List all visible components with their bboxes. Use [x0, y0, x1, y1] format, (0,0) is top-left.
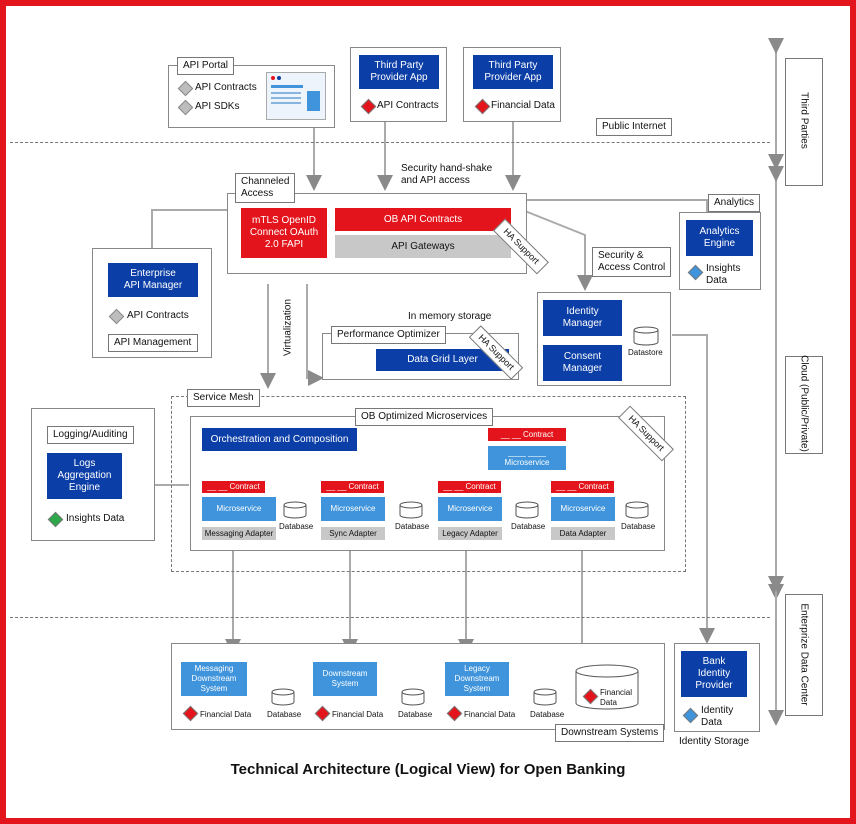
ds1-fin: Financial Data	[200, 710, 252, 719]
ds2-system: Downstream System	[313, 662, 377, 696]
ms4-contract: __ __ Contract	[551, 481, 614, 493]
ds1-db-label: Database	[267, 710, 302, 719]
financial-datastore-label: Financial Data	[600, 688, 633, 707]
database-icon	[533, 688, 557, 706]
identity-manager: Identity Manager	[543, 300, 622, 336]
ms2-db-label: Database	[395, 522, 430, 531]
perf-optimizer-label: Performance Optimizer	[331, 326, 446, 344]
top-microservice: ____ ____ Microservice	[488, 446, 566, 470]
api-portal-contracts: API Contracts	[195, 82, 257, 93]
divider-datacenter	[10, 617, 770, 618]
ds1-system: Messaging Downstream System	[181, 662, 247, 696]
ms3-microservice: Microservice	[438, 497, 502, 521]
diagram-title: Technical Architecture (Logical View) fo…	[230, 761, 626, 778]
ob-microservices-label: OB Optimized Microservices	[355, 408, 494, 426]
ms3-contract: __ __ Contract	[438, 481, 501, 493]
database-icon	[283, 501, 307, 519]
line-access-to-enterprise	[151, 209, 227, 248]
ms2-microservice: Microservice	[321, 497, 385, 521]
divider-internet	[10, 142, 770, 143]
enterprise-api-manager: Enterprise API Manager	[108, 263, 198, 297]
ms1-db-label: Database	[279, 522, 314, 531]
ms3-db-label: Database	[511, 522, 546, 531]
ms3-adapter: Legacy Adapter	[438, 527, 502, 540]
zone-enterprise-label: Enterprize Data Center	[798, 603, 810, 706]
api-portal-sdks: API SDKs	[195, 101, 240, 112]
mtls-block: mTLS OpenID Connect OAuth 2.0 FAPI	[241, 208, 327, 258]
downstream-label: Downstream Systems	[555, 724, 665, 742]
ms2-contract: __ __ Contract	[321, 481, 384, 493]
database-icon	[401, 688, 425, 706]
database-icon	[515, 501, 539, 519]
ds3-system: Legacy Downstream System	[445, 662, 509, 696]
zone-enterprise: Enterprize Data Center	[785, 594, 823, 716]
arrow-access-to-security	[514, 206, 593, 291]
ms1-adapter: Messaging Adapter	[202, 527, 276, 540]
database-icon	[625, 501, 649, 519]
channeled-access-label: Channeled Access	[235, 173, 296, 203]
consent-manager: Consent Manager	[543, 345, 622, 381]
bank-identity-data: Identity Data	[701, 705, 734, 728]
portal-screen-icon	[266, 72, 326, 120]
ds3-db-label: Database	[530, 710, 565, 719]
service-mesh-label: Service Mesh	[187, 389, 260, 407]
data-grid-layer: Data Grid Layer	[376, 349, 509, 371]
tpp2-app: Third Party Provider App	[473, 55, 553, 89]
arrow-virtualization-2	[306, 284, 324, 386]
virtualization-label: Virtualization	[282, 298, 294, 357]
ms2-adapter: Sync Adapter	[321, 527, 385, 540]
analytics-insights: Insights Data	[706, 263, 741, 286]
zone-third-parties-label: Third Parties	[798, 92, 810, 149]
logging-label: Logging/Auditing	[47, 426, 134, 444]
ms4-db-label: Database	[621, 522, 656, 531]
logging-insights: Insights Data	[66, 513, 125, 524]
zone-cloud: Cloud (Public/Private)	[785, 355, 823, 454]
ms1-microservice: Microservice	[202, 497, 276, 521]
bank-identity-provider: Bank Identity Provider	[681, 651, 747, 697]
tpp1-contracts: API Contracts	[377, 100, 439, 111]
zone-cloud-label: Cloud (Public/Private)	[798, 355, 810, 452]
datastore-icon	[633, 326, 659, 346]
orchestration: Orchestration and Composition	[202, 428, 357, 451]
ds2-fin: Financial Data	[332, 710, 384, 719]
logs-aggregation-engine: Logs Aggregation Engine	[47, 453, 122, 499]
line-access-to-analytics	[527, 199, 708, 212]
ds2-db-label: Database	[398, 710, 433, 719]
database-icon	[399, 501, 423, 519]
api-management: API Management	[108, 334, 198, 352]
identity-storage-label: Identity Storage	[679, 736, 750, 747]
analytics-engine: Analytics Engine	[686, 220, 753, 256]
arrow-identity-to-bank	[672, 334, 715, 644]
ms4-microservice: Microservice	[551, 497, 615, 521]
security-access-label: Security & Access Control	[592, 247, 672, 277]
ms1-contract: __ __ Contract	[202, 481, 265, 493]
zone-third-parties: Third Parties	[785, 58, 823, 186]
api-gateways: API Gateways	[335, 235, 511, 258]
top-contract: __ __ Contract	[488, 428, 566, 441]
security-handshake-label: Security hand-shake and API access	[401, 163, 493, 186]
analytics-label: Analytics	[708, 194, 761, 212]
public-internet-label: Public Internet	[596, 118, 672, 136]
database-icon	[271, 688, 295, 706]
service-mesh-box	[171, 396, 686, 572]
in-memory-label: In memory storage	[408, 311, 492, 322]
ms4-adapter: Data Adapter	[551, 527, 615, 540]
api-portal-label: API Portal	[177, 57, 235, 75]
tpp2-financial-data: Financial Data	[491, 100, 555, 111]
ds3-fin: Financial Data	[464, 710, 516, 719]
datastore-label: Datastore	[628, 348, 663, 357]
tpp1-app: Third Party Provider App	[359, 55, 439, 89]
enterprise-api-contracts: API Contracts	[127, 310, 189, 321]
ob-api-contracts: OB API Contracts	[335, 208, 511, 231]
